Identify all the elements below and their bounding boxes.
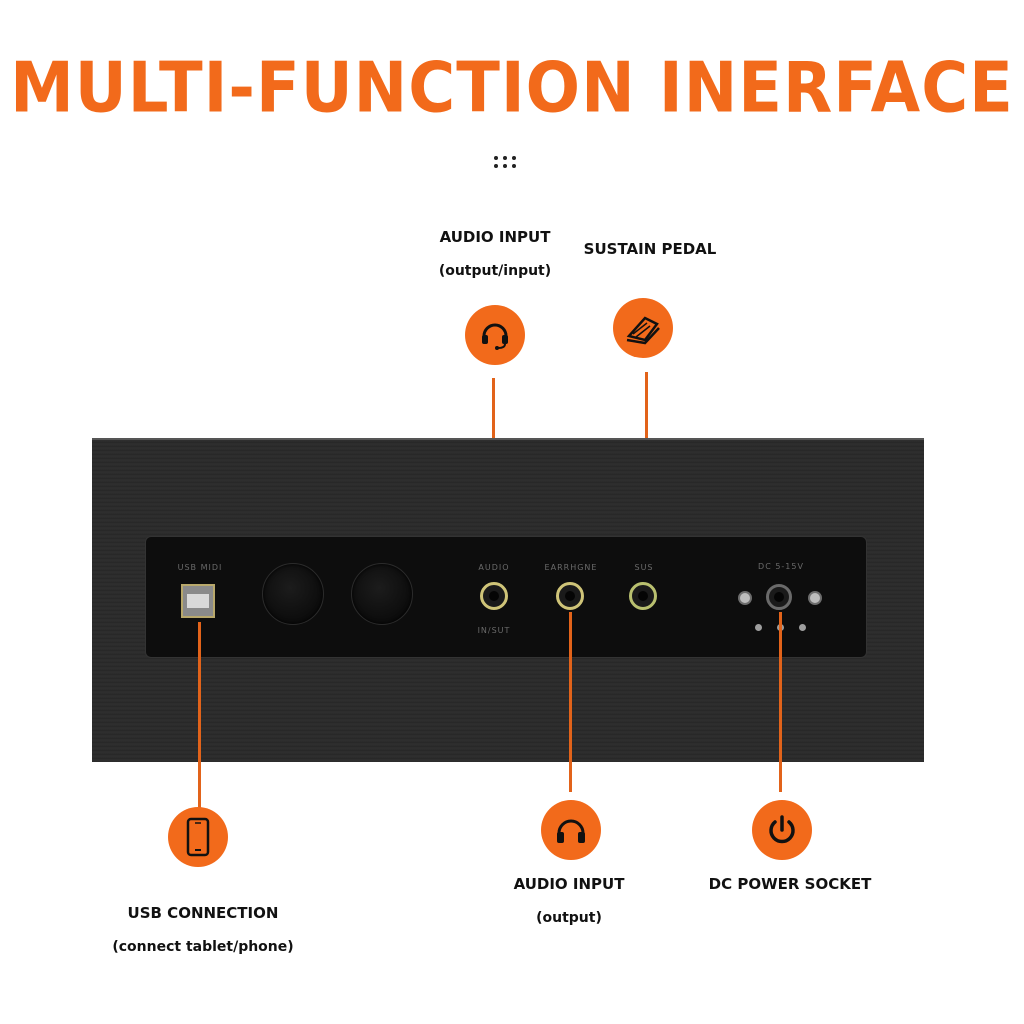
knob-left	[262, 563, 324, 625]
earphone-text: EARRHGNE	[544, 563, 598, 572]
screw-small-3	[799, 624, 806, 631]
audio-io-label: AUDIO INPUT	[439, 228, 551, 246]
earphone-jack	[556, 582, 584, 610]
audio-text: AUDIO	[478, 563, 510, 572]
dc-text: DC 5-15V	[758, 562, 804, 571]
dc-leader-line	[779, 612, 782, 792]
usb-sub: (connect tablet/phone)	[112, 939, 294, 955]
phone-icon	[168, 807, 228, 867]
screw-left	[738, 591, 752, 605]
usb-port	[181, 584, 215, 618]
usb-midi-text: USB MIDI	[177, 563, 223, 572]
screw-small-1	[755, 624, 762, 631]
audio-sub-text: IN/SUT	[477, 626, 511, 635]
dc-label: DC POWER SOCKET	[708, 875, 872, 893]
usb-label: USB CONNECTION	[127, 904, 279, 922]
dc-jack	[766, 584, 792, 610]
pedal-icon	[613, 298, 673, 358]
sus-text: SUS	[634, 563, 654, 572]
headphones-icon	[541, 800, 601, 860]
audio-out-leader-line	[569, 612, 572, 792]
audio-jack	[480, 582, 508, 610]
sus-jack	[629, 582, 657, 610]
screw-right	[808, 591, 822, 605]
knob-right	[351, 563, 413, 625]
power-icon	[752, 800, 812, 860]
usb-leader-line	[198, 622, 201, 808]
headset-icon	[465, 305, 525, 365]
audio-out-label: AUDIO INPUT	[513, 875, 625, 893]
audio-io-sub: (output/input)	[438, 263, 552, 279]
page-title: MULTI-FUNCTION INERFACE	[10, 49, 1014, 129]
sustain-label: SUSTAIN PEDAL	[583, 240, 717, 258]
audio-out-sub: (output)	[536, 910, 602, 926]
dots-icon	[494, 154, 522, 172]
